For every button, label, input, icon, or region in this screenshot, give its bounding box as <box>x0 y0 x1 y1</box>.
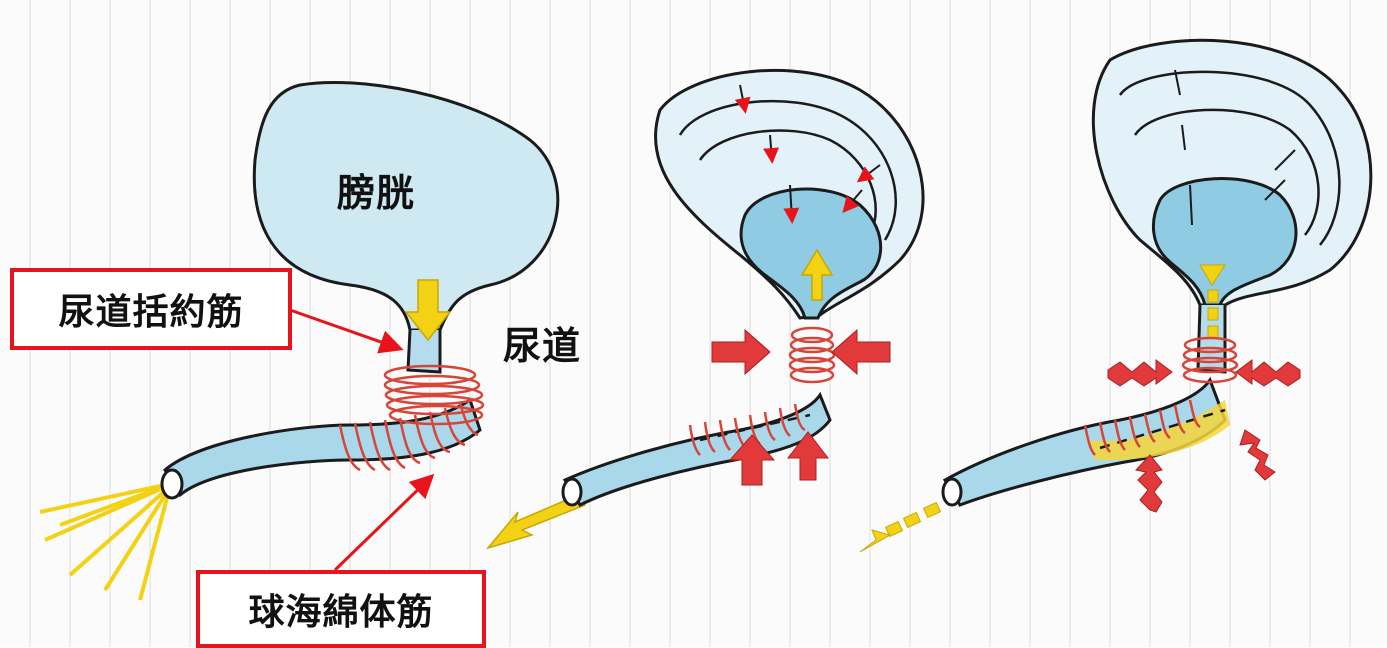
urethra-opening <box>162 470 182 498</box>
urethral-sphincter-label: 尿道括約筋 <box>10 268 292 350</box>
urethra-label: 尿道 <box>503 315 581 370</box>
urethra-opening <box>563 479 581 505</box>
bladder-label: 膀胱 <box>337 162 415 217</box>
urethra-opening <box>943 479 961 505</box>
bulbospongiosus-label: 球海綿体筋 <box>196 570 486 648</box>
